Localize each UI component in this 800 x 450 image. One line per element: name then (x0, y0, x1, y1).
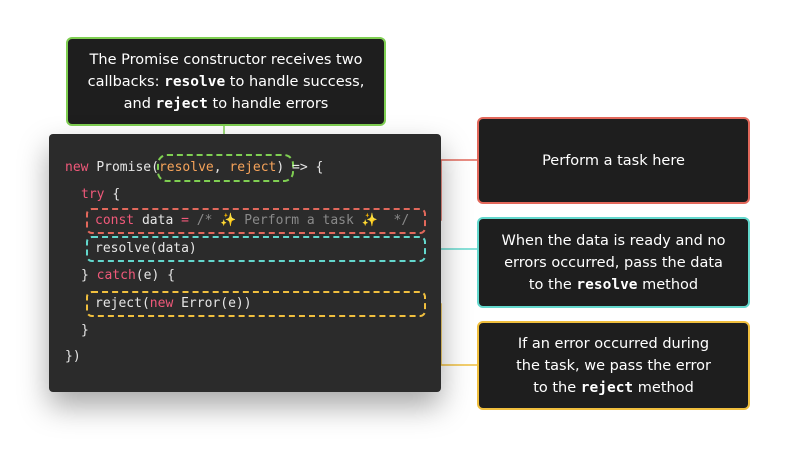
callout-constructor-line3: and reject to handle errors (123, 95, 329, 112)
code-line-6: reject(new Error(e)) (95, 296, 252, 311)
highlight-params (157, 154, 294, 182)
callout-constructor-line2: callbacks: resolve to handle success, (87, 73, 365, 90)
callout-constructor-line1: The Promise constructor receives two (89, 51, 363, 68)
callout-resolve-line3: to the resolve method (528, 276, 699, 293)
code-line-5: } catch(e) { (81, 268, 175, 283)
callout-resolve-line1: When the data is ready and no (501, 232, 726, 249)
code-line-3: const data = /* ✨ Perform a task ✨ */ (95, 213, 410, 228)
callout-reject: If an error occurred during the task, we… (477, 321, 750, 410)
code-line-7: } (81, 323, 89, 338)
callout-reject-line3: to the reject method (533, 379, 694, 396)
highlight-task (86, 208, 426, 234)
callout-perform-task: Perform a task here (477, 117, 750, 204)
callout-resolve: When the data is ready and no errors occ… (477, 217, 750, 308)
callout-task-text: Perform a task here (542, 152, 685, 169)
reject-keyword: reject (580, 379, 634, 396)
reject-keyword: reject (155, 95, 208, 112)
highlight-resolve (86, 236, 426, 262)
callout-resolve-line2: errors occurred, pass the data (504, 254, 723, 271)
resolve-keyword: resolve (164, 73, 226, 90)
callout-reject-line2: the task, we pass the error (516, 357, 711, 374)
code-line-2: try { (81, 187, 121, 202)
callout-reject-line1: If an error occurred during (517, 335, 710, 352)
resolve-keyword: resolve (576, 276, 638, 293)
code-editor-window: new Promise(resolve, reject) => { try { … (49, 134, 441, 392)
code-line-1: new Promise(resolve, reject) => { (65, 160, 324, 175)
highlight-reject (86, 291, 426, 317)
callout-promise-constructor: The Promise constructor receives two cal… (66, 37, 386, 126)
code-line-4: resolve(data) (95, 241, 197, 256)
code-line-8: }) (65, 349, 81, 364)
